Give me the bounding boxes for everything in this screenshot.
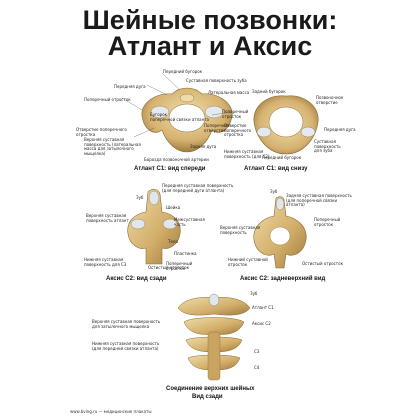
atlas-below-illustration [253, 95, 319, 155]
label-axis-posterior-body: Тело [168, 239, 178, 244]
caption-axis-posterosuperior: Аксис С2: задневерхний вид [240, 276, 326, 282]
label-axis-posterior-neck: Шейка [166, 205, 181, 210]
caption-cervical-line2: Вид сзади [192, 394, 223, 400]
label-atlas-below-transverse-process: Поперечный отросток [222, 109, 249, 119]
atlas-front-illustration [141, 87, 233, 153]
label-atlas-front-tubercle-ligament: Бугорок поперечной связки атланта [150, 112, 209, 122]
label-atlas-front-anterior-arch: Передняя дуга [114, 84, 146, 89]
axis-posterior-illustration [127, 188, 181, 265]
label-axis-ps-spinous-process: Остистый отросток [302, 261, 343, 266]
poster-title-line1: Шейные позвонки: [82, 5, 338, 35]
axis-posterosuperior-illustration [253, 196, 307, 269]
caption-atlas-front: Атлант С1: вид спереди [134, 166, 206, 172]
label-atlas-below-vertebral-foramen: Позвоночное отверстие [316, 95, 344, 105]
anatomy-poster: Шейные позвонки: Атлант и Аксис Передний… [62, 0, 358, 420]
label-atlas-front-foramen-process: Отверстие поперечного отростка [76, 127, 127, 137]
label-atlas-below-posterior-tubercle: Задний бугорок [252, 89, 286, 94]
label-axis-posterior-transverse-process: Поперечный отросток [166, 261, 193, 271]
caption-axis-posterior: Аксис С2: вид сзади [106, 276, 167, 282]
label-atlas-front-dens-facet: Суставная поверхность зуба [186, 78, 247, 83]
label-axis-posterior-interarticular: Межсуставная часть [174, 217, 205, 227]
label-atlas-front-transverse-process: Поперечный отросток [84, 97, 131, 102]
cervical-spine-posterior-illustration [177, 293, 251, 381]
label-cervical-c4: С4 [254, 365, 260, 370]
label-atlas-below-anterior-arch: Передняя дуга [324, 127, 356, 132]
label-axis-ps-dens: Зуб [270, 189, 278, 194]
poster-title-line2: Атлант и Аксис [107, 31, 313, 61]
label-cervical-occipital-facet: Верхняя суставная поверхность для затыло… [92, 319, 161, 329]
label-axis-posterior-anterior-facet: Передняя суставная поверхность (для пере… [162, 183, 234, 193]
label-cervical-dens: Зуб [250, 291, 258, 296]
label-atlas-below-inferior-facet: Нижняя суставная поверхность (для С2) [224, 149, 270, 159]
label-atlas-below-dens-facet: Суставная поверхность для зуба [314, 139, 341, 154]
caption-cervical-line1: Соединение верхних шейных [166, 386, 255, 392]
label-axis-posterior-spinous-process: Остистый отросток [148, 265, 189, 270]
label-cervical-axis: Аксис С2 [252, 321, 271, 326]
label-atlas-front-groove-artery: Борозда позвоночной артерии [144, 157, 209, 162]
label-axis-posterior-superior-facet: Верхняя суставная поверхность атлант [86, 213, 129, 223]
label-axis-ps-posterior-facet: Задняя суставная поверхность (для попере… [286, 193, 352, 208]
label-cervical-inferior-facet: Нижняя суставная поверхность (для передн… [92, 341, 160, 351]
label-axis-ps-inferior-facet: Нижний суставной отросток [228, 257, 268, 267]
label-atlas-front-anterior-tubercle: Передний бугорок [163, 69, 203, 74]
label-axis-ps-transverse-process: Поперечный отросток [314, 217, 341, 227]
footer-text: www.bving.ru — медицинские плакаты [70, 409, 152, 414]
label-atlas-front-posterior-arch: Задняя дуга [190, 144, 217, 149]
label-atlas-below-transverse-foramen: Отверстие поперечного отростка [224, 123, 252, 138]
label-atlas-front-superior-articular: Верхняя суставная поверхность (латеральн… [84, 137, 141, 156]
label-axis-posterior-dens: Зуб [136, 195, 144, 200]
atlas-front-leaders [121, 72, 233, 138]
label-cervical-c3: С3 [254, 349, 260, 354]
label-axis-posterior-lamina: Пластинка [174, 251, 197, 256]
label-axis-posterior-inferior-facet: Нижняя суставная поверхность для С3 [84, 257, 127, 267]
label-atlas-below-anterior-tubercle: Передний бугорок [262, 155, 302, 160]
label-cervical-atlas: Атлант С1 [252, 305, 274, 310]
label-atlas-front-lateral-mass: Латеральная масса [208, 90, 250, 95]
label-atlas-front-transverse-foramen: Поперечное отверстие [204, 123, 230, 133]
caption-atlas-below: Атлант С1: вид снизу [244, 166, 308, 172]
label-axis-ps-superior-facet: Верхняя суставная поверхность [220, 225, 261, 235]
